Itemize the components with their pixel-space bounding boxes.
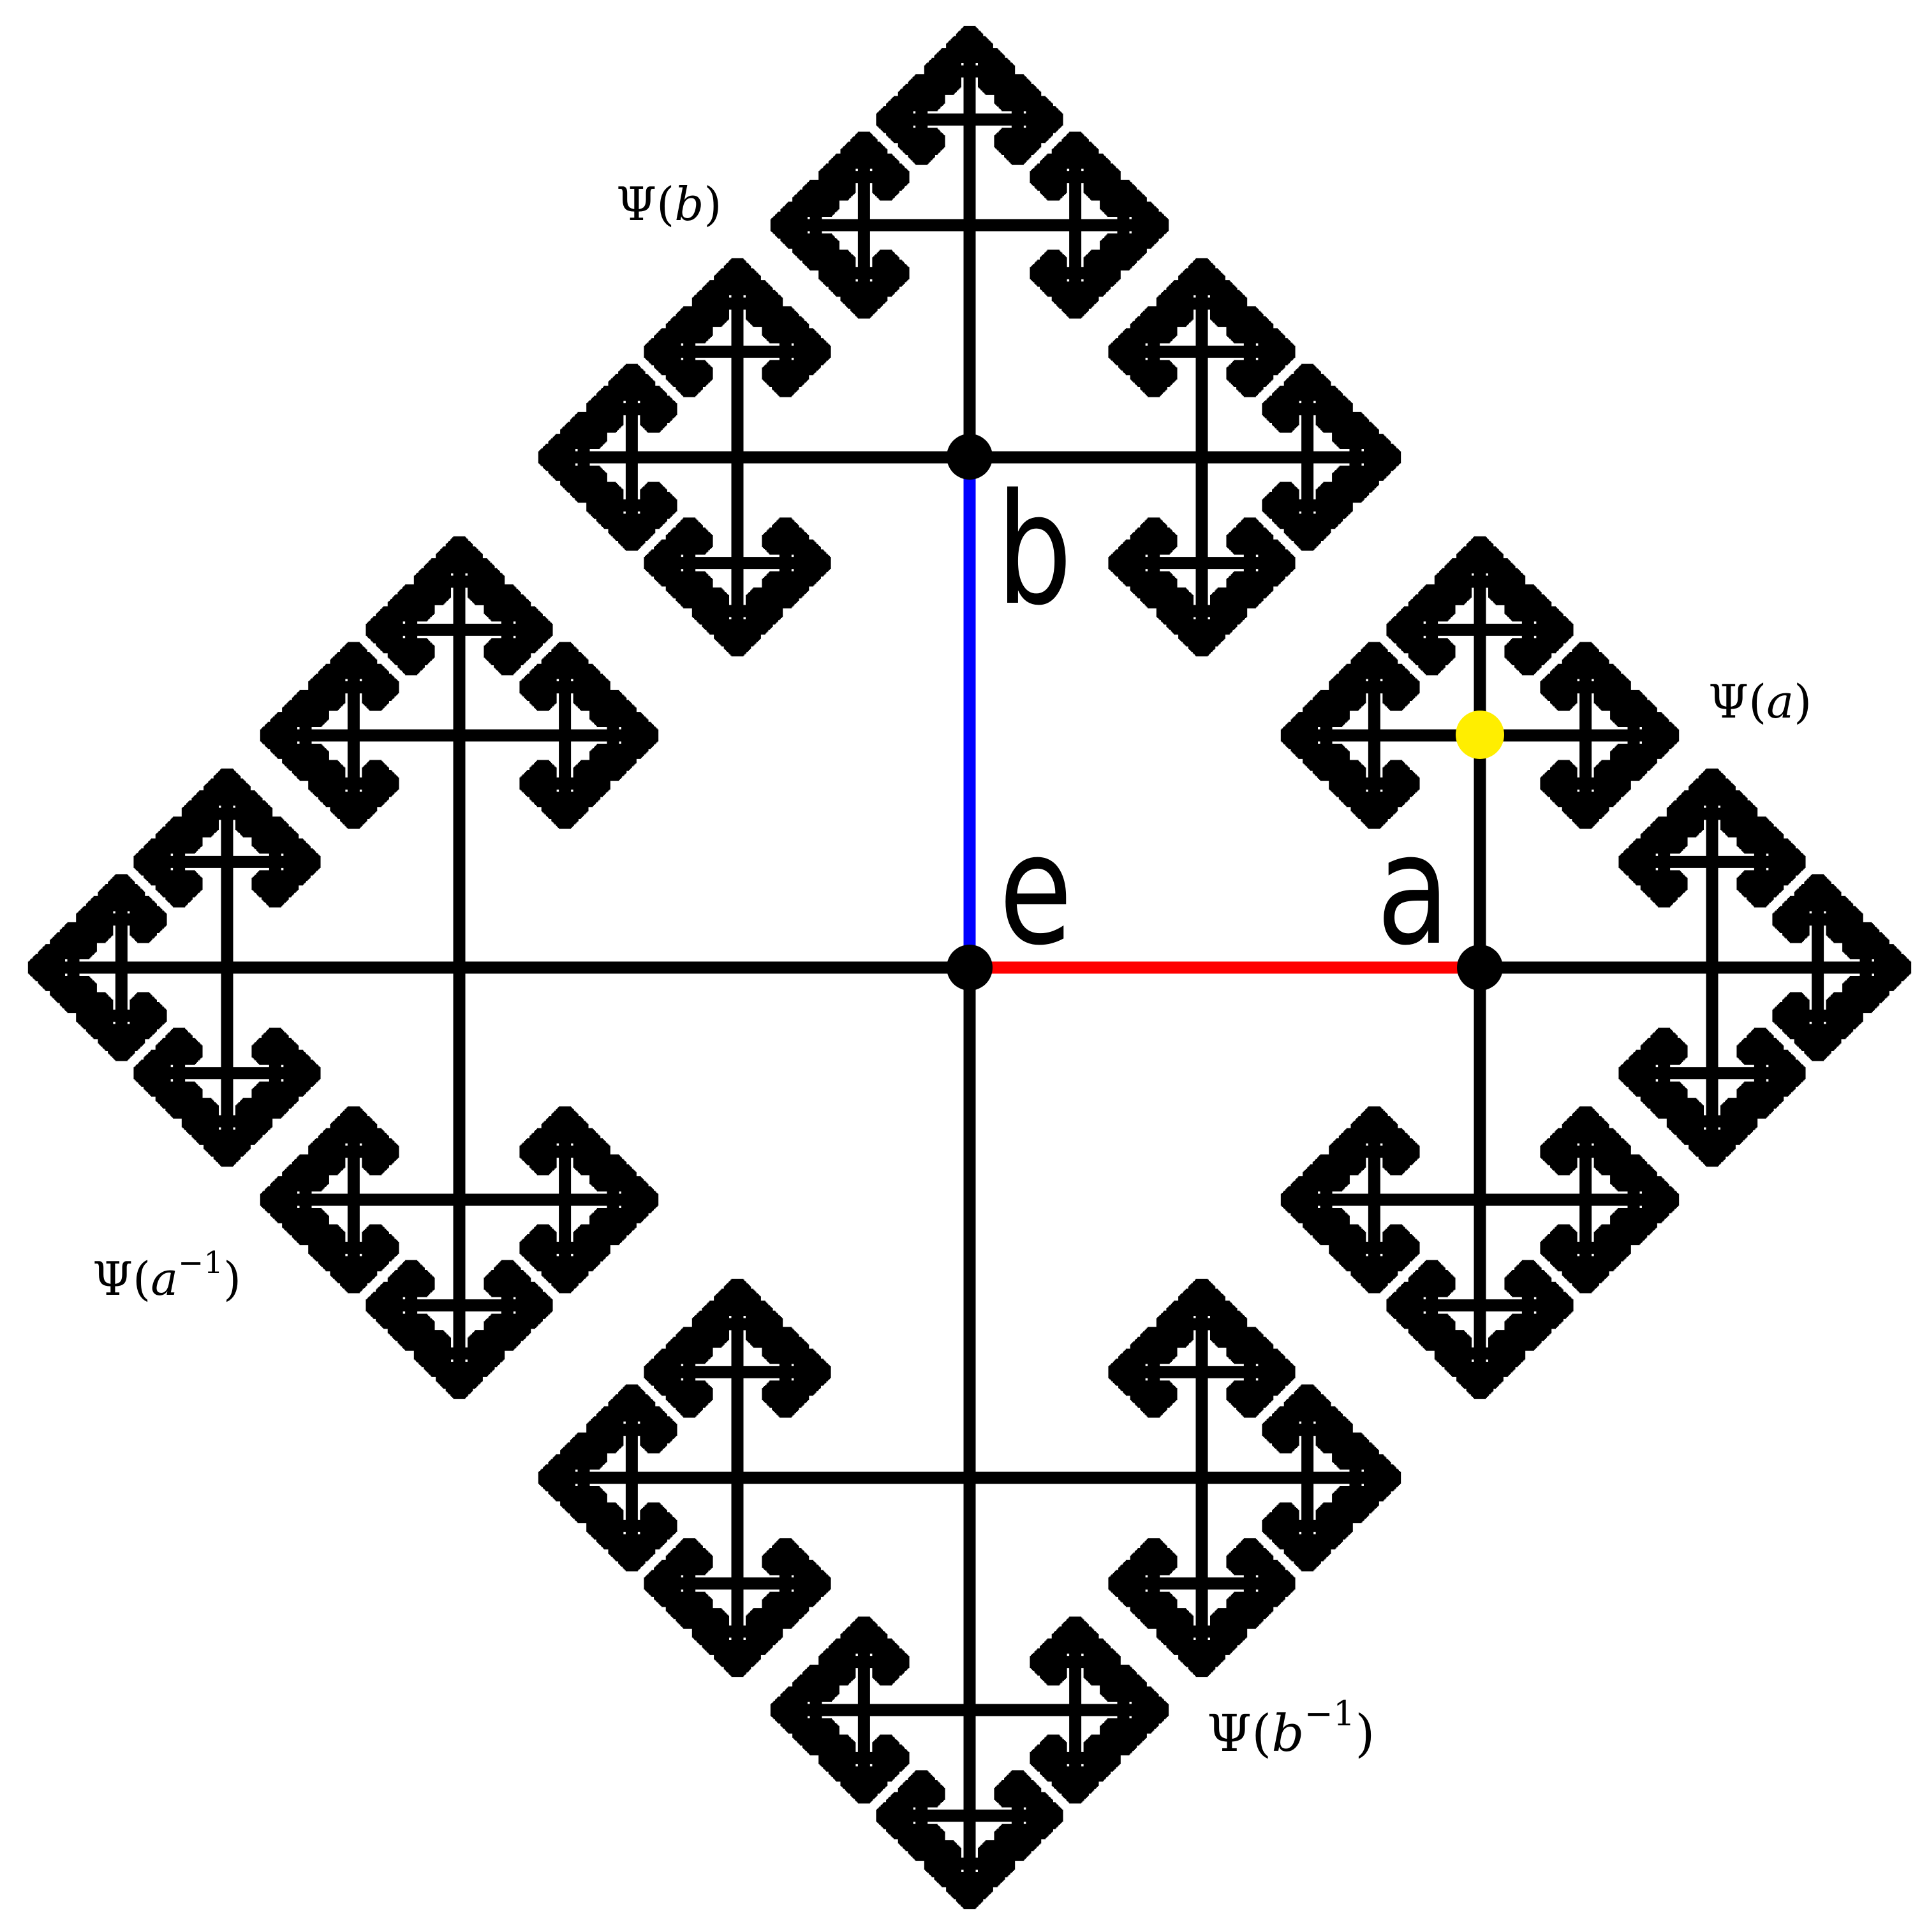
tree-edges — [27, 26, 1912, 1910]
